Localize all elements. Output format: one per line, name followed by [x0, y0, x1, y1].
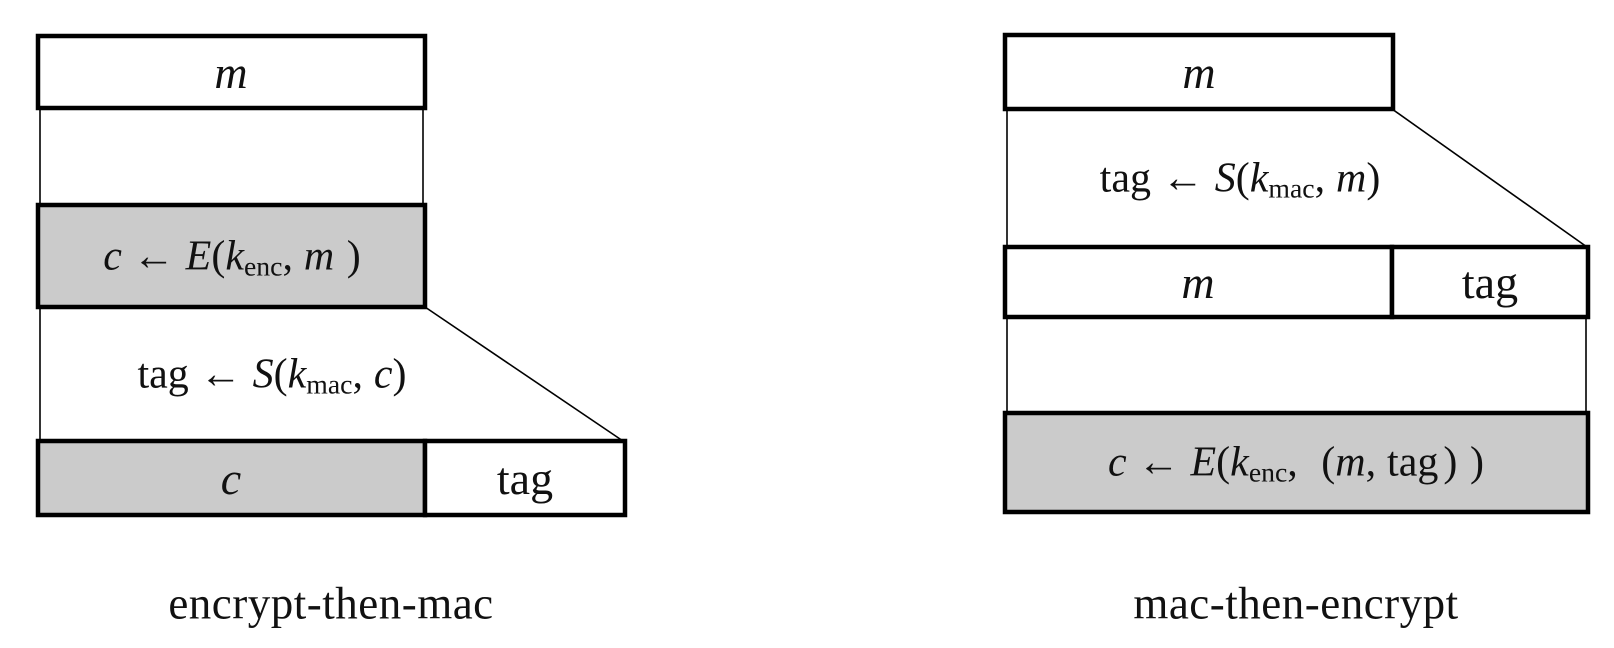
formula-close-paren: ) — [392, 351, 407, 398]
etm-encrypt-formula: c←E(kenc,m) — [103, 236, 361, 281]
etm-message-box — [35, 33, 428, 111]
formula-comma: , — [282, 233, 293, 280]
formula-close-paren: ) — [1469, 439, 1484, 486]
formula-var: tag — [137, 351, 189, 398]
formula-fn: S — [1214, 155, 1236, 202]
formula-key-subscript: enc — [243, 250, 283, 282]
formula-var: tag — [1099, 155, 1151, 202]
left-arrow-symbol: ← — [132, 233, 175, 280]
formula-open-paren: ( — [1216, 439, 1231, 486]
etm-output-tag-label: tag — [496, 453, 554, 504]
formula-arg: m — [1336, 155, 1367, 202]
formula-key-subscript: mac — [1268, 172, 1315, 204]
etm-sign-formula: tag←S(kmac,c) — [137, 354, 406, 399]
etm-diagonal-line — [424, 306, 624, 442]
formula-key-subscript: mac — [306, 368, 353, 400]
formula-close-paren: ) — [346, 233, 361, 280]
mte-encrypt-formula: c←E(kenc,(m,tag)) — [1108, 442, 1484, 487]
mte-row-m-box — [1002, 244, 1395, 320]
formula-var: c — [1108, 439, 1127, 486]
formula-open-paren: ( — [273, 351, 288, 398]
formula-comma: , — [352, 351, 363, 398]
formula-var: c — [103, 233, 122, 280]
formula-arg: m — [303, 233, 335, 280]
mte-diagonal-line — [1391, 108, 1588, 248]
mte-row-tag-box — [1389, 244, 1591, 320]
formula-fn: S — [252, 351, 274, 398]
encrypt-then-mac-shapes — [35, 33, 628, 518]
formula-open-paren: ( — [1235, 155, 1250, 202]
formula-tuple-tag: tag — [1387, 439, 1439, 486]
mte-sign-formula: tag←S(kmac,m) — [1100, 158, 1381, 203]
formula-tuple-open-paren: ( — [1321, 439, 1336, 486]
mac-then-encrypt-caption: mac-then-encrypt — [1133, 578, 1459, 629]
left-arrow-symbol: ← — [1161, 155, 1204, 202]
formula-comma: , — [1314, 155, 1326, 202]
formula-key-var: k — [287, 351, 307, 398]
formula-fn: E — [1190, 439, 1217, 486]
mac-then-encrypt-shapes — [1002, 32, 1591, 515]
formula-key-var: k — [225, 233, 244, 280]
formula-key-var: k — [1249, 155, 1269, 202]
etm-encrypt-box — [35, 202, 428, 310]
formula-comma: , — [1287, 439, 1298, 486]
etm-output-c-label: c — [220, 453, 242, 504]
etm-message-label: m — [214, 47, 248, 98]
formula-close-paren: ) — [1366, 155, 1381, 202]
mte-message-box — [1002, 32, 1396, 112]
etm-output-c-box — [35, 438, 428, 518]
encrypt-then-mac-caption: encrypt-then-mac — [168, 578, 494, 629]
mte-encrypt-box — [1002, 410, 1591, 515]
mte-row-m-label: m — [1181, 257, 1215, 308]
left-arrow-symbol: ← — [1137, 439, 1180, 486]
formula-key-var: k — [1230, 439, 1249, 486]
left-arrow-symbol: ← — [199, 351, 242, 398]
mte-message-label: m — [1182, 47, 1216, 98]
mte-row-tag-label: tag — [1461, 257, 1519, 308]
formula-key-subscript: enc — [1248, 456, 1288, 488]
formula-arg: c — [373, 351, 393, 398]
formula-fn: E — [185, 233, 212, 280]
etm-output-tag-box — [422, 438, 628, 518]
formula-tuple-m: m — [1335, 439, 1366, 486]
formula-tuple-comma: , — [1365, 439, 1377, 486]
formula-tuple-close-paren: ) — [1443, 439, 1458, 486]
formula-open-paren: ( — [211, 233, 226, 280]
